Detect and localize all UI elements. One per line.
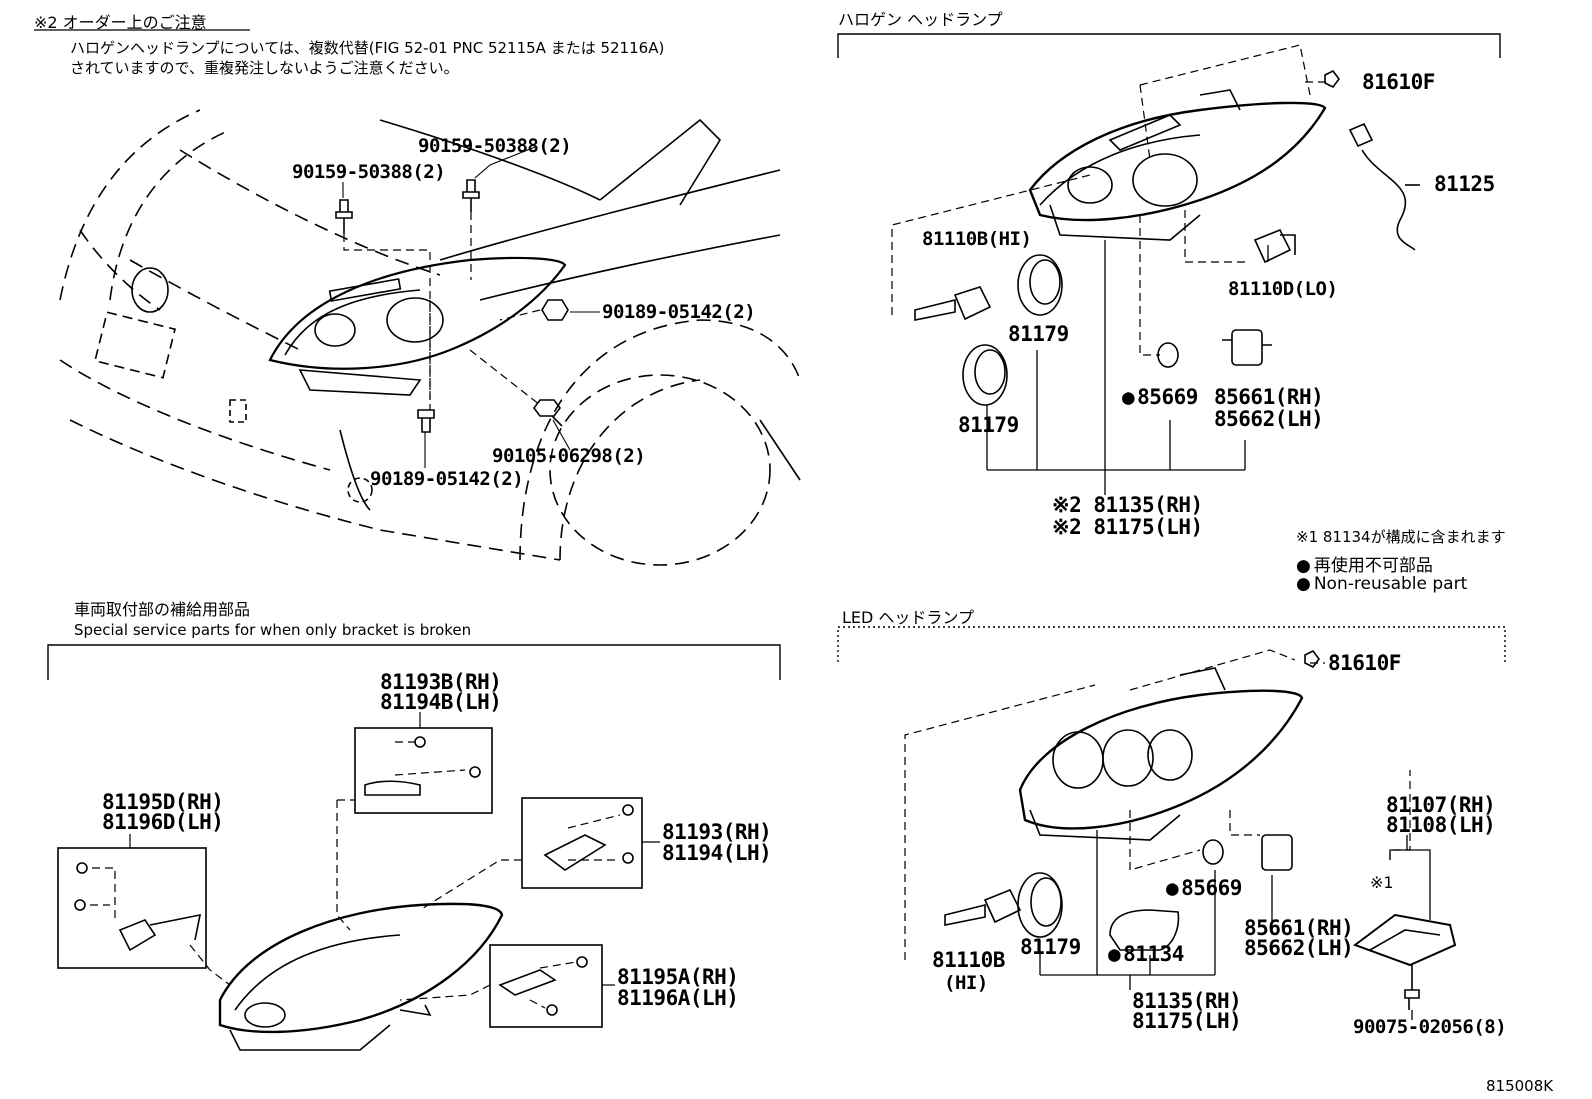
notice-line-2: されていますので、重複発注しないようご注意ください。 (70, 59, 459, 77)
led-part-label-85662[interactable]: 85662(LH) (1244, 936, 1354, 960)
car-front-drawing (59, 109, 801, 566)
notice-title: ※2 オーダー上のご注意 (34, 13, 207, 32)
part-label-81107[interactable]: 81107(RH) (1386, 793, 1496, 817)
part-label-bolt-a[interactable]: 90159-50388(2) (292, 161, 446, 183)
figure-code: 815008K (1486, 1077, 1554, 1095)
led-part-label-85661[interactable]: 85661(RH) (1244, 916, 1354, 940)
part-label-81175[interactable]: ※2 81175(LH) (1052, 515, 1203, 539)
legend-note-81134: ※1 81134が構成に含まれます (1296, 528, 1506, 546)
fastener-icons (335, 179, 569, 433)
part-label-81125[interactable]: 81125 (1434, 172, 1495, 196)
part-label-nut-upper[interactable]: 90189-05142(2) (602, 301, 756, 323)
part-label-81196a[interactable]: 81196A(LH) (617, 986, 739, 1010)
led-part-label-81135[interactable]: 81135(RH) (1132, 989, 1242, 1013)
led-part-label-81110b[interactable]: 81110B (932, 948, 1005, 972)
led-part-label-85669[interactable]: 85669 (1166, 876, 1242, 900)
part-label-85669[interactable]: 85669 (1122, 385, 1198, 409)
part-label-81195a[interactable]: 81195A(RH) (617, 965, 739, 989)
part-label-81610f[interactable]: 81610F (1362, 70, 1435, 94)
part-label-81194[interactable]: 81194(LH) (662, 841, 772, 865)
part-label-bolt-b[interactable]: 90159-50388(2) (418, 135, 572, 157)
led-part-label-81179[interactable]: 81179 (1020, 935, 1081, 959)
part-label-90075[interactable]: 90075-02056(8) (1353, 1016, 1507, 1038)
led-part-label-81110b-hi[interactable]: (HI) (944, 972, 988, 994)
led-part-label-81175[interactable]: 81175(LH) (1132, 1009, 1242, 1033)
part-label-85661[interactable]: 85661(RH) (1214, 385, 1324, 409)
notice-line-1: ハロゲンヘッドランプについては、複数代替(FIG 52-01 PNC 52115… (70, 39, 665, 57)
part-label-85662[interactable]: 85662(LH) (1214, 407, 1324, 431)
part-label-81195d[interactable]: 81195D(RH) (102, 790, 224, 814)
part-label-81179-a[interactable]: 81179 (1008, 322, 1069, 346)
legend-non-reusable-jp: 再使用不可部品 (1296, 551, 1433, 576)
part-label-81193[interactable]: 81193(RH) (662, 820, 772, 844)
bracket-title-en: Special service parts for when only brac… (74, 621, 472, 639)
part-label-81179-b[interactable]: 81179 (958, 413, 1019, 437)
part-label-screw[interactable]: 90105-06298(2) (492, 445, 646, 467)
part-label-nut-lower[interactable]: 90189-05142(2) (370, 468, 524, 490)
halogen-title: ハロゲン ヘッドランプ (838, 10, 1003, 29)
led-note-1: ※1 (1370, 873, 1394, 892)
led-title: LED ヘッドランプ (842, 608, 974, 627)
part-label-81110b-hi[interactable]: 81110B(HI) (922, 228, 1032, 250)
part-label-81108[interactable]: 81108(LH) (1386, 813, 1496, 837)
bracket-title-jp: 車両取付部の補給用部品 (74, 600, 251, 619)
legend-non-reusable-en: Non-reusable part (1296, 574, 1467, 594)
part-label-81135[interactable]: ※2 81135(RH) (1052, 493, 1203, 517)
bracket-parts-drawing (47, 644, 781, 1051)
halogen-headlamp-drawing (837, 33, 1501, 495)
part-label-81196d[interactable]: 81196D(LH) (102, 810, 224, 834)
part-label-81193b[interactable]: 81193B(RH) (380, 670, 502, 694)
part-label-81194b[interactable]: 81194B(LH) (380, 690, 502, 714)
led-part-label-81610f[interactable]: 81610F (1328, 651, 1401, 675)
part-label-81110d-lo[interactable]: 81110D(LO) (1228, 278, 1338, 300)
led-part-label-81134[interactable]: 81134 (1108, 942, 1184, 966)
